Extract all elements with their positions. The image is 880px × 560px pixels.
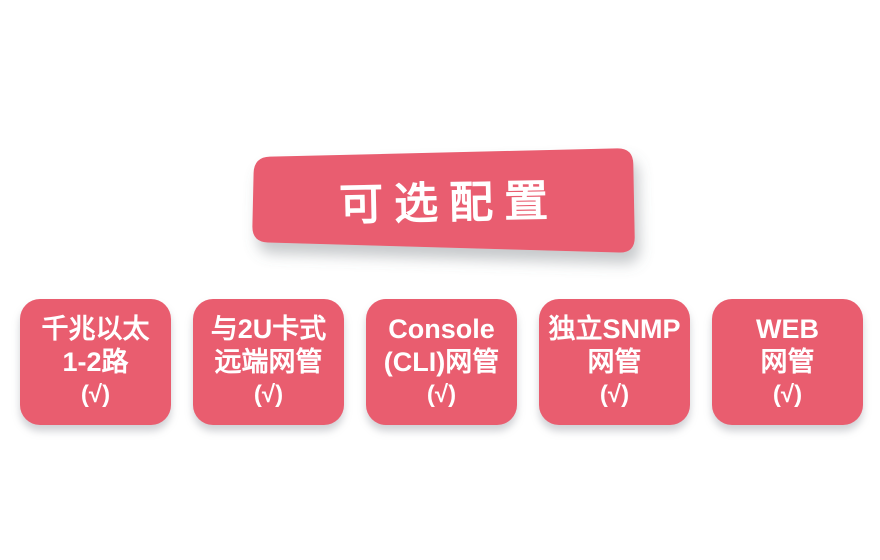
- card-web-nms: WEB 网管 (√): [712, 299, 863, 425]
- card-line: 远端网管: [214, 347, 323, 377]
- option-cards-row: 千兆以太 1-2路 (√) 与2U卡式 远端网管 (√) Console (CL…: [20, 299, 863, 425]
- card-line: 千兆以太: [41, 314, 150, 344]
- card-line: (CLI)网管: [383, 347, 500, 377]
- card-2u-card-remote-nms: 与2U卡式 远端网管 (√): [193, 299, 344, 425]
- card-line: 网管: [587, 347, 642, 377]
- banner-shape: [252, 148, 635, 253]
- title-banner: 可选配置: [230, 130, 680, 300]
- card-line: 网管: [760, 347, 815, 377]
- card-line: 独立SNMP: [548, 314, 681, 344]
- card-console-cli-nms: Console (CLI)网管 (√): [366, 299, 517, 425]
- card-standalone-snmp-nms: 独立SNMP 网管 (√): [539, 299, 690, 425]
- card-line: Console: [388, 314, 495, 344]
- banner-title-text: 可选配置: [338, 176, 560, 231]
- card-checkmark: (√): [253, 381, 284, 408]
- card-checkmark: (√): [80, 381, 111, 408]
- card-checkmark: (√): [426, 381, 457, 408]
- card-line: WEB: [756, 314, 819, 344]
- card-line: 与2U卡式: [210, 314, 327, 344]
- card-checkmark: (√): [772, 381, 803, 408]
- banner-trapezoid: [252, 148, 635, 253]
- card-line: 1-2路: [62, 347, 129, 377]
- card-checkmark: (√): [599, 381, 630, 408]
- card-gigabit-ethernet: 千兆以太 1-2路 (√): [20, 299, 171, 425]
